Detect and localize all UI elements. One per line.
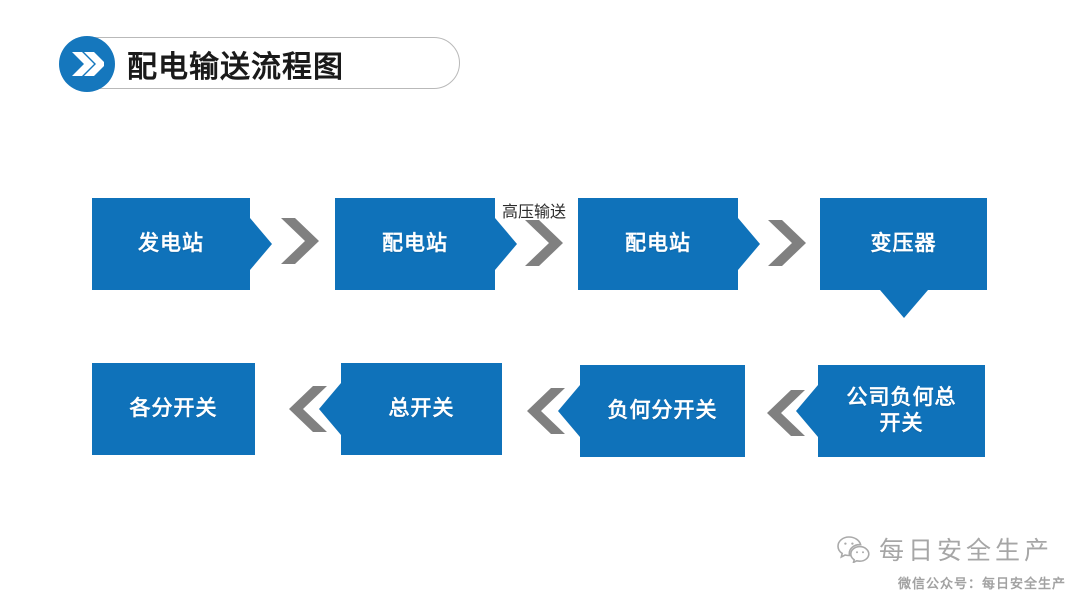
flow-box-label: 配电站	[382, 231, 448, 255]
arrow-right-icon-3	[764, 216, 810, 270]
flow-box-label: 公司负何总 开关	[846, 385, 957, 435]
arrow-left-icon-1	[285, 382, 331, 436]
flow-box-label: 发电站	[138, 231, 204, 255]
flow-box-power-plant[interactable]: 发电站	[92, 198, 250, 290]
arrow-left-icon-3	[763, 386, 809, 440]
flow-box-transformer[interactable]: 变压器	[820, 198, 987, 290]
flow-box-label: 变压器	[870, 231, 937, 255]
flow-box-distribution-station-1[interactable]: 配电站	[335, 198, 495, 290]
watermark-sub-text: 微信公众号：每日安全生产	[897, 577, 1066, 592]
arrow-right-icon-2	[521, 216, 567, 270]
watermark-main: 每日安全生产	[836, 531, 1066, 567]
annotation-high-voltage-transmission: 高压输送	[502, 202, 567, 221]
arrow-right-icon-1	[277, 214, 323, 268]
flow-box-label: 各分开关	[129, 396, 218, 420]
flow-box-main-switch[interactable]: 总开关	[341, 363, 502, 455]
wechat-icon	[836, 535, 870, 563]
watermark-main-text: 每日安全生产	[879, 536, 1054, 565]
double-chevron-right-icon	[59, 36, 115, 92]
arrow-left-icon-2	[523, 384, 569, 438]
watermark: 每日安全生产 微信公众号：每日安全生产	[836, 531, 1066, 592]
flow-box-distribution-station-2[interactable]: 配电站	[578, 198, 738, 290]
page-title: 配电输送流程图	[127, 50, 344, 85]
flow-box-company-main-load-switch[interactable]: 公司负何总 开关	[818, 365, 985, 457]
flow-box-branch-switches[interactable]: 各分开关	[92, 363, 255, 455]
title-pill-outline	[66, 37, 460, 89]
flow-box-load-branch-switch[interactable]: 负何分开关	[580, 365, 745, 457]
flow-box-label: 总开关	[388, 396, 455, 420]
flow-box-label: 配电站	[625, 231, 691, 255]
flow-box-label: 负何分开关	[607, 398, 718, 422]
